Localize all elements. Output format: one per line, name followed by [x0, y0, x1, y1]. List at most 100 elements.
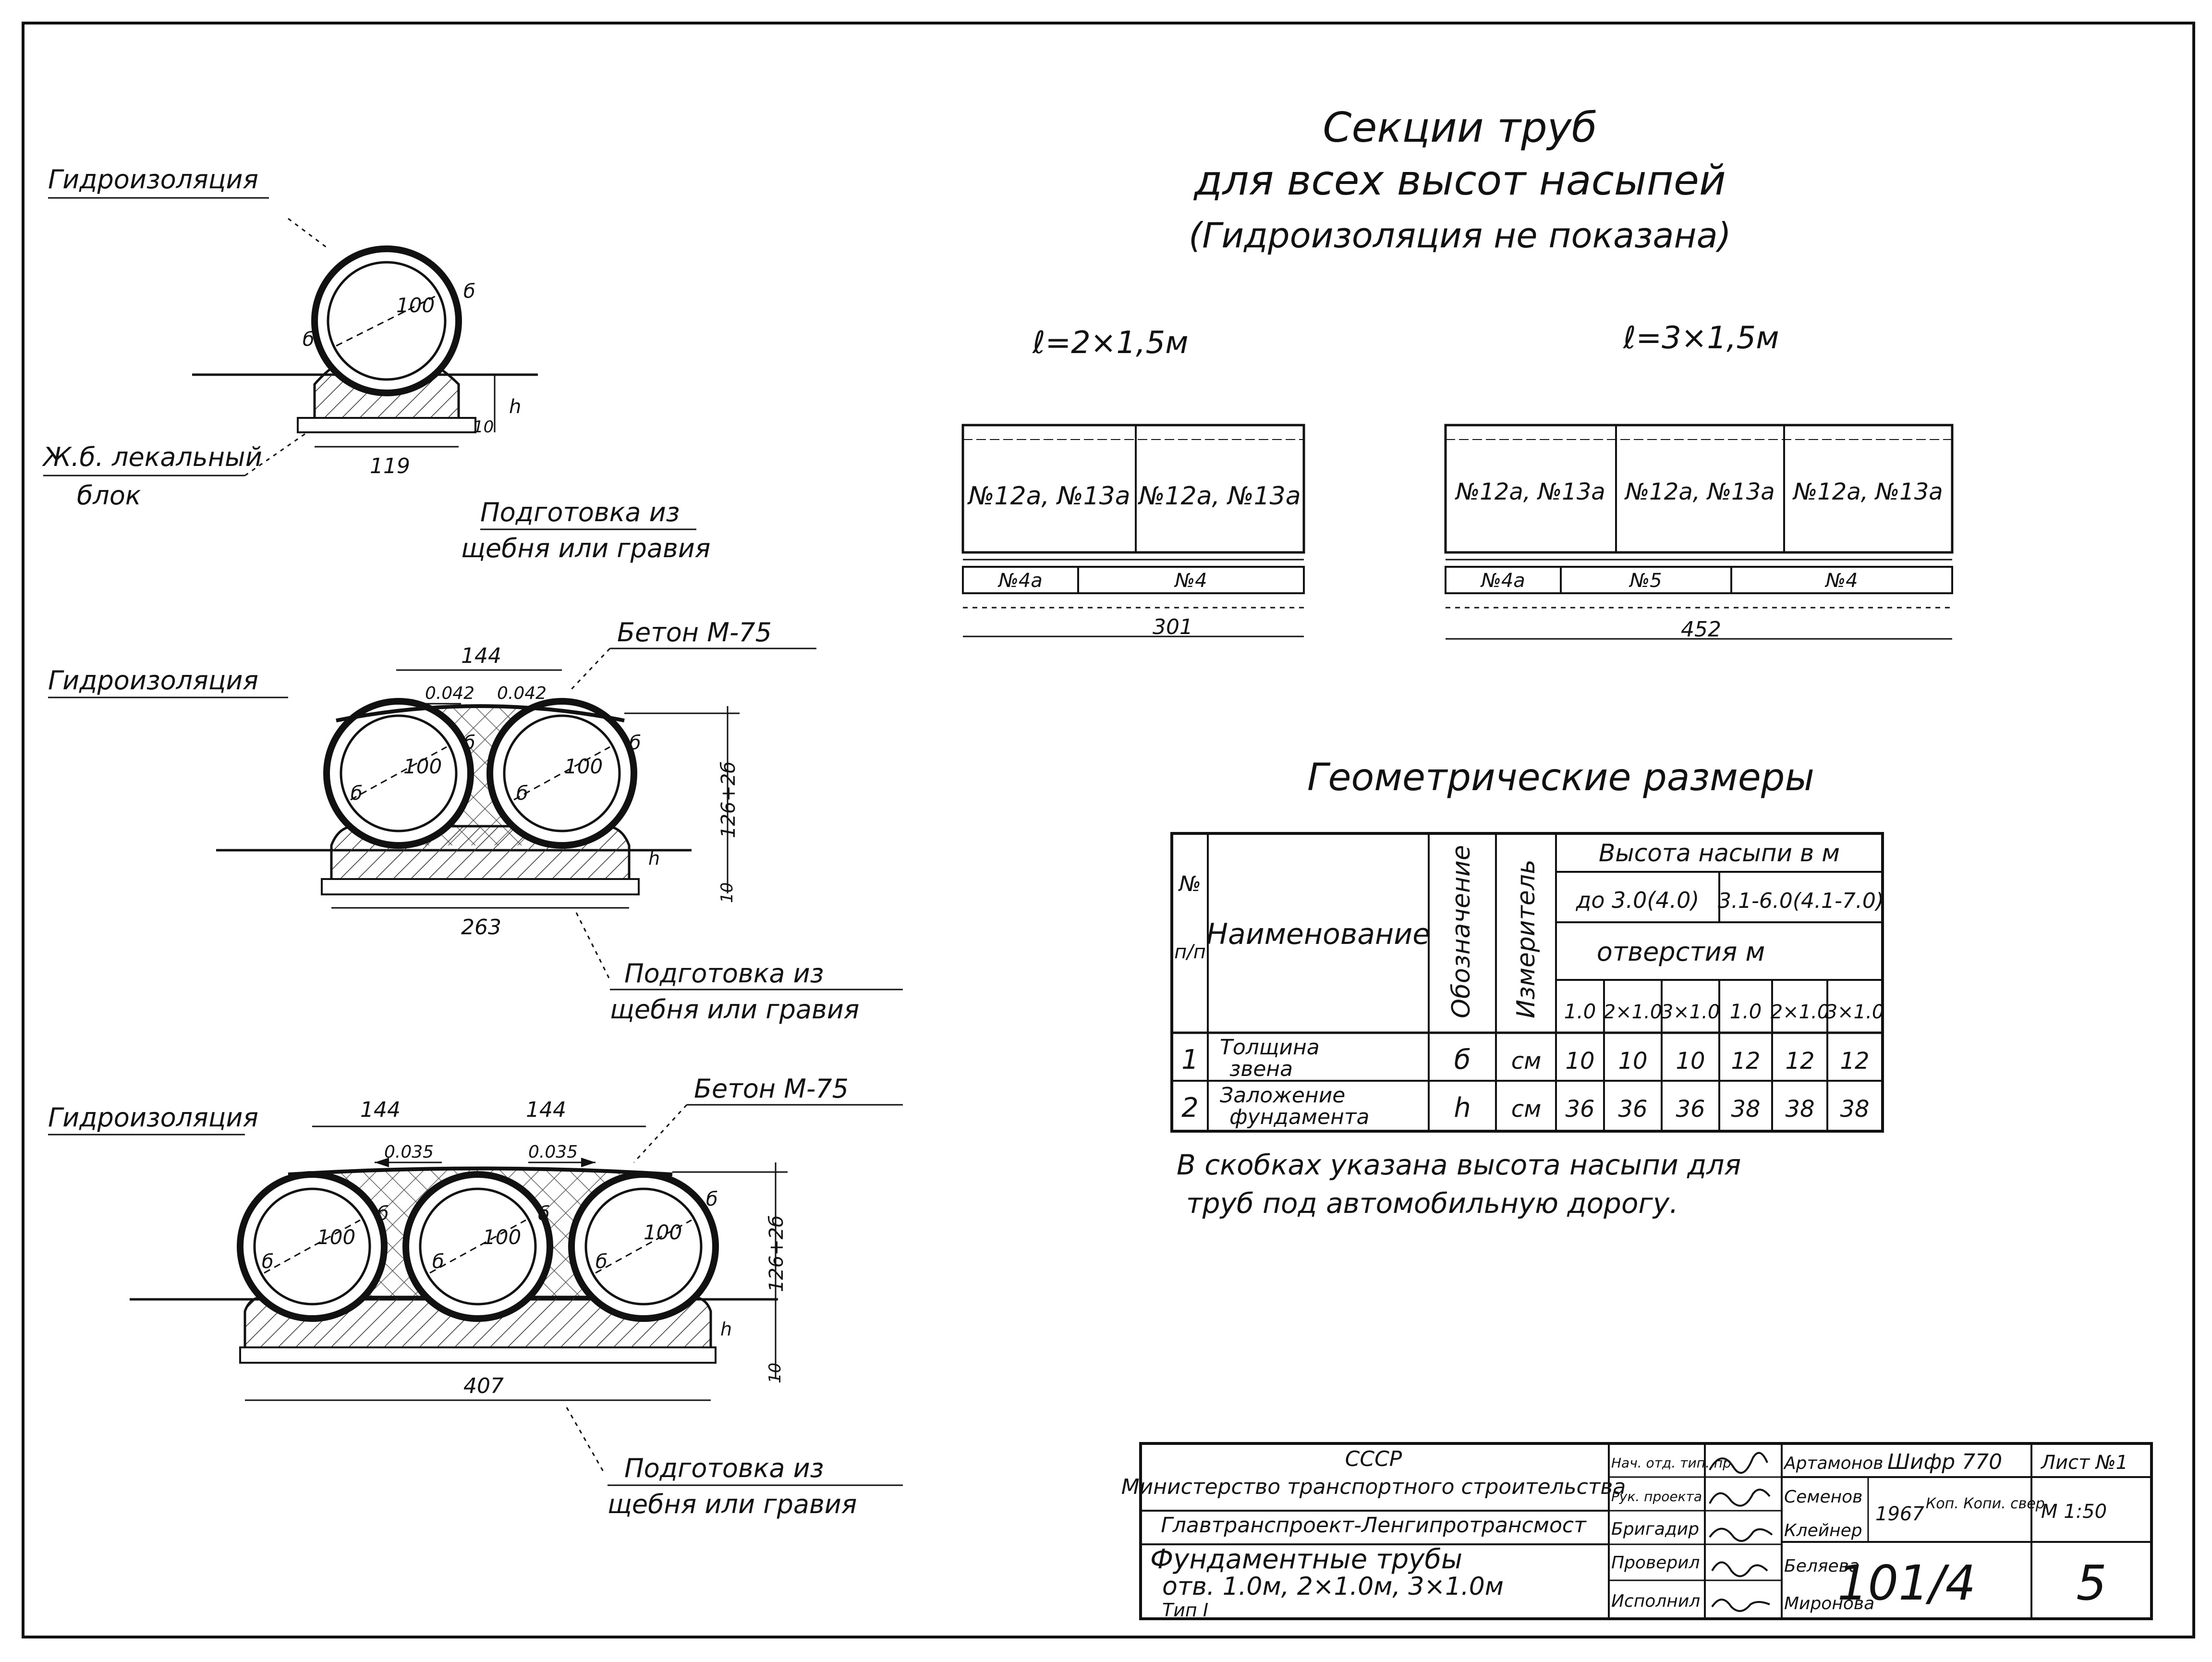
- ten-label: 10: [473, 417, 494, 437]
- height-dimension: 126+2б: [717, 761, 740, 838]
- col-name: Наименование: [1206, 917, 1430, 951]
- plan-caption: ℓ=2×1,5м: [1032, 325, 1188, 361]
- plan-length: 301: [1153, 615, 1193, 639]
- thickness-label: б: [303, 329, 315, 351]
- plan-cell: №12а, №13а: [1137, 482, 1300, 511]
- plan-bottom: №4а: [997, 570, 1043, 592]
- stamp-name: Беляева: [1784, 1556, 1860, 1576]
- pipe-inner: [340, 714, 458, 832]
- svg-text:см: см: [1511, 1048, 1542, 1075]
- prep-label-1: Подготовка из: [480, 497, 680, 527]
- plan-two-sections: ℓ=2×1,5м №12а, №13а №12а, №13а №4а №4 30…: [961, 325, 1305, 639]
- h-label: h: [720, 1319, 732, 1340]
- width-dimension: 119: [370, 454, 410, 478]
- width-dimension: 263: [461, 915, 501, 940]
- pipe-inner: [584, 1187, 703, 1306]
- stamp-name: Клейнер: [1784, 1521, 1862, 1540]
- gravel-layer: [321, 878, 640, 895]
- svg-text:звена: звена: [1229, 1057, 1293, 1081]
- waterproofing-label-2: Гидроизоляция: [48, 665, 258, 696]
- col-h2: 3.1-6.0(4.1-7.0): [1718, 889, 1884, 913]
- col-unit: Измеритель: [1512, 859, 1541, 1018]
- stamp-title-2: отв. 1.0м, 2×1.0м, 3×1.0м: [1162, 1572, 1504, 1601]
- stamp-role: Проверил: [1611, 1553, 1700, 1573]
- stamp-year: 1967: [1875, 1503, 1924, 1525]
- thickness-label: б: [706, 1188, 718, 1210]
- diameter-label: 100: [564, 755, 603, 778]
- plan-bottom: №5: [1629, 570, 1662, 592]
- sub-col: 1.0: [1730, 1000, 1762, 1023]
- stamp-number: 101/4: [1837, 1555, 1976, 1611]
- svg-text:12: 12: [1731, 1048, 1760, 1075]
- thickness-label: б: [262, 1251, 274, 1273]
- stamp-name: Семенов: [1784, 1487, 1862, 1507]
- prep-label-2: щебня или гравия: [610, 994, 859, 1025]
- signature-image: [1709, 1489, 1771, 1507]
- slope-left: 0.035: [384, 1142, 434, 1162]
- sub-col: 2×1.0: [1604, 1001, 1663, 1023]
- stamp-sheet-label: Лист №1: [2040, 1452, 2128, 1474]
- svg-text:h: h: [1454, 1092, 1471, 1124]
- svg-text:1: 1: [1181, 1044, 1199, 1075]
- concrete-label: Бетон М-75: [617, 617, 772, 648]
- prep-label-2: щебня или гравия: [461, 533, 710, 563]
- svg-text:10: 10: [1676, 1048, 1705, 1075]
- stamp-name: Артамонов: [1783, 1454, 1883, 1473]
- top-dimension-1: 144: [360, 1098, 401, 1122]
- sub-col: 1.0: [1564, 1000, 1596, 1023]
- stamp-title-3: Тип I: [1162, 1600, 1208, 1621]
- stamp-name: Миронова: [1784, 1594, 1874, 1613]
- plan-cell: №12а, №13а: [967, 482, 1130, 511]
- svg-text:12: 12: [1840, 1048, 1869, 1075]
- top-dimension: 144: [461, 644, 501, 668]
- thickness-label: б: [629, 732, 641, 754]
- title-line-2: для всех высот насыпей: [1193, 157, 1726, 205]
- table-row: 1 Толщина звена б см 10 10 10 12 12 12: [1181, 1035, 1869, 1081]
- signature-image: [1709, 1452, 1768, 1474]
- stamp-org-2: Министерство транспортного строительства: [1121, 1475, 1626, 1499]
- h-label: h: [648, 848, 660, 869]
- thickness-label: б: [432, 1251, 444, 1273]
- diameter-label: 100: [403, 755, 442, 778]
- thickness-label: б: [463, 732, 475, 754]
- block-label-2: блок: [77, 480, 141, 511]
- table-title: Геометрические размеры: [1307, 756, 1814, 799]
- plan-length: 452: [1681, 617, 1721, 642]
- stamp-role: Бригадир: [1611, 1519, 1699, 1539]
- plan-cell: №12а, №13а: [1454, 478, 1605, 505]
- slope-right: 0.042: [497, 684, 547, 703]
- plan-three-sections: ℓ=3×1,5м №12а, №13а №12а, №13а №12а, №13…: [1444, 320, 1954, 642]
- stamp-org-3: Главтранспроект-Ленгипротрансмост: [1161, 1513, 1587, 1538]
- plan-cell: №12а, №13а: [1624, 478, 1774, 505]
- waterproofing-label-3: Гидроизоляция: [48, 1102, 258, 1133]
- table-row: 2 Заложение фундамента h см 36 36 36 38 …: [1181, 1083, 1869, 1129]
- stamp-scale: М 1:50: [2041, 1501, 2107, 1523]
- table-note-1: В скобках указана высота насыпи для: [1177, 1149, 1741, 1181]
- table-note-2: труб под автомобильную дорогу.: [1186, 1187, 1678, 1220]
- svg-text:Толщина: Толщина: [1220, 1035, 1320, 1060]
- block-label-1: Ж.б. лекальный: [42, 442, 262, 472]
- foundation-block: [245, 1297, 711, 1352]
- width-dimension: 407: [463, 1374, 504, 1398]
- prep-label-1: Подготовка из: [624, 958, 824, 989]
- sheet-frame: [22, 22, 2195, 1638]
- svg-text:см: см: [1511, 1096, 1542, 1123]
- section-single-pipe: Гидроизоляция 100 б б 119 h 10 Ж.б. лека…: [42, 164, 710, 563]
- svg-text:Заложение: Заложение: [1220, 1083, 1345, 1108]
- concrete-label: Бетон М-75: [694, 1074, 849, 1104]
- pipe-inner: [253, 1187, 371, 1306]
- col-openings: отверстия м: [1597, 937, 1765, 967]
- thickness-label: б: [596, 1251, 608, 1273]
- signature-image: [1709, 1528, 1773, 1542]
- waterproofing-label-1: Гидроизоляция: [48, 164, 258, 195]
- svg-text:36: 36: [1618, 1096, 1647, 1123]
- svg-text:36: 36: [1676, 1096, 1705, 1123]
- leader-line: [288, 218, 327, 248]
- pipe-inner: [419, 1187, 537, 1306]
- svg-text:12: 12: [1785, 1048, 1814, 1075]
- h-label: h: [509, 396, 521, 418]
- plan-caption: ℓ=3×1,5м: [1623, 320, 1779, 356]
- height-dimension: 126+2б: [766, 1215, 788, 1292]
- svg-text:38: 38: [1731, 1096, 1760, 1123]
